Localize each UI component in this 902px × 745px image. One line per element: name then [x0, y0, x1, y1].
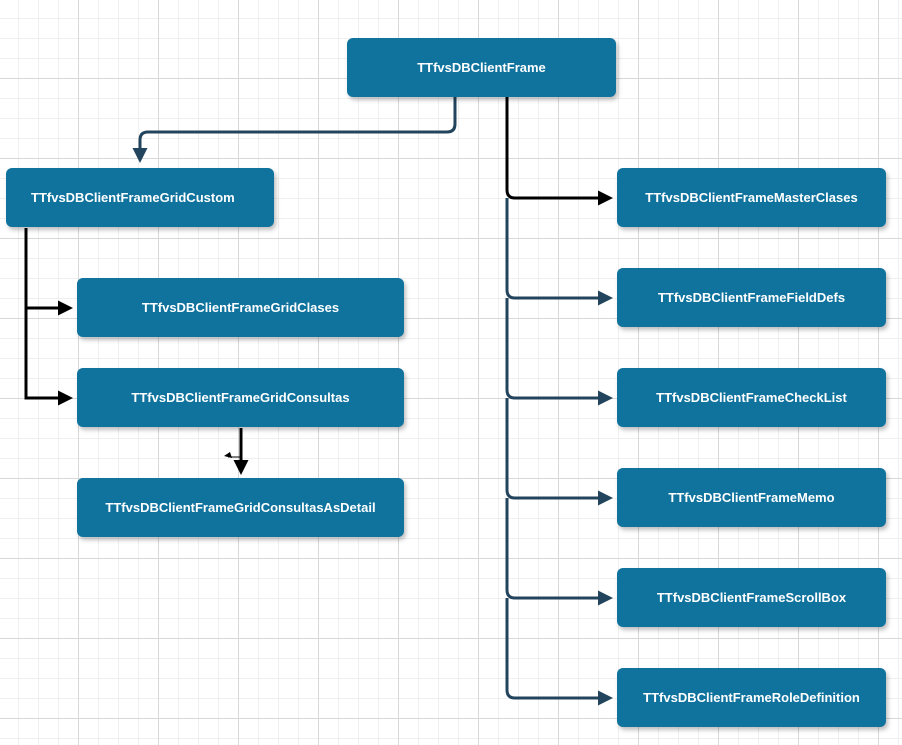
edge-root-to-grid-custom — [132, 97, 457, 163]
node-memo[interactable]: TTfvsDBClientFrameMemo — [617, 468, 886, 527]
node-scroll-box[interactable]: TTfvsDBClientFrameScrollBox — [617, 568, 886, 627]
node-role-definition[interactable]: TTfvsDBClientFrameRoleDefinition — [617, 668, 886, 727]
node-master-clases[interactable]: TTfvsDBClientFrameMasterClases — [617, 168, 886, 227]
edge-root-to-master-clases — [505, 97, 613, 206]
edge-grid-custom-to-grid-consultas — [24, 308, 73, 406]
edge-grid-custom-to-grid-clases — [24, 228, 73, 316]
edge-root-to-role-definition — [505, 598, 613, 706]
edge-root-to-scroll-box — [505, 498, 613, 606]
node-check-list[interactable]: TTfvsDBClientFrameCheckList — [617, 368, 886, 427]
edge-root-to-check-list — [505, 298, 613, 406]
edge-root-to-memo — [505, 398, 613, 506]
node-grid-consultas[interactable]: TTfvsDBClientFrameGridConsultas — [77, 368, 404, 427]
node-grid-consultas-detail[interactable]: TTfvsDBClientFrameGridConsultasAsDetail — [77, 478, 404, 537]
edge-root-to-field-defs — [505, 198, 613, 306]
node-grid-clases[interactable]: TTfvsDBClientFrameGridClases — [77, 278, 404, 337]
node-field-defs[interactable]: TTfvsDBClientFrameFieldDefs — [617, 268, 886, 327]
node-root[interactable]: TTfvsDBClientFrame — [347, 38, 616, 97]
node-grid-custom[interactable]: TTfvsDBClientFrameGridCustom — [6, 168, 274, 227]
